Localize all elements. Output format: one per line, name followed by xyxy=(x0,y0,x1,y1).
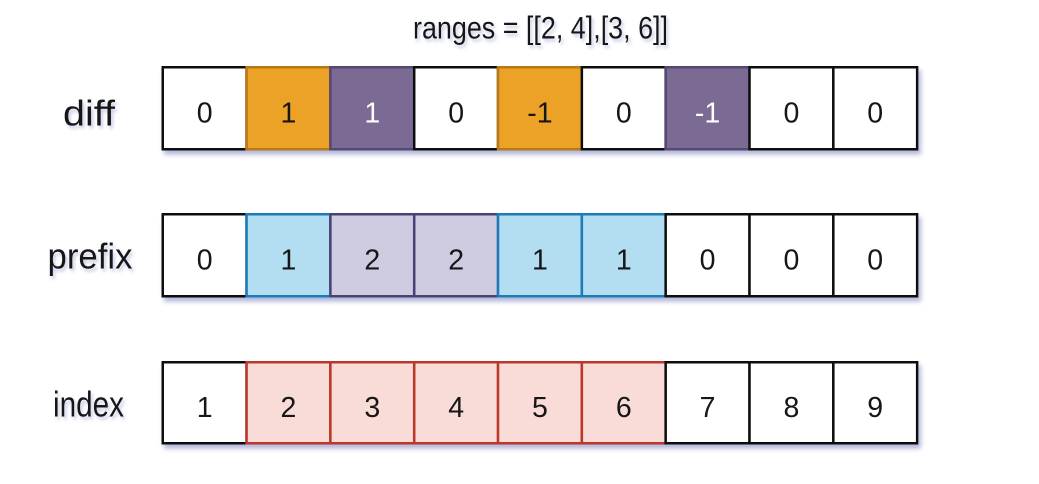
svg-text:0: 0 xyxy=(197,98,213,130)
svg-text:8: 8 xyxy=(783,392,799,424)
svg-text:1: 1 xyxy=(532,245,548,277)
svg-text:0: 0 xyxy=(867,98,883,130)
svg-text:prefix: prefix xyxy=(48,236,133,277)
svg-text:-1: -1 xyxy=(527,98,552,130)
svg-text:4: 4 xyxy=(448,392,464,424)
svg-text:1: 1 xyxy=(364,98,380,130)
svg-text:0: 0 xyxy=(197,245,213,277)
svg-text:9: 9 xyxy=(867,392,883,424)
svg-text:2: 2 xyxy=(448,245,464,277)
svg-text:1: 1 xyxy=(616,245,632,277)
svg-text:2: 2 xyxy=(364,245,380,277)
svg-text:1: 1 xyxy=(197,392,213,424)
svg-text:0: 0 xyxy=(700,245,716,277)
svg-text:5: 5 xyxy=(532,392,548,424)
svg-text:0: 0 xyxy=(783,98,799,130)
svg-text:0: 0 xyxy=(783,245,799,277)
svg-text:7: 7 xyxy=(700,392,716,424)
svg-text:ranges = [[2, 4],[3, 6]]: ranges = [[2, 4],[3, 6]] xyxy=(413,10,668,46)
svg-text:3: 3 xyxy=(364,392,380,424)
svg-text:2: 2 xyxy=(281,392,297,424)
svg-text:0: 0 xyxy=(448,98,464,130)
svg-text:diff: diff xyxy=(63,93,116,134)
svg-text:0: 0 xyxy=(616,98,632,130)
svg-text:1: 1 xyxy=(281,245,297,277)
svg-text:index: index xyxy=(53,384,124,425)
svg-text:-1: -1 xyxy=(695,98,720,130)
svg-text:0: 0 xyxy=(867,245,883,277)
svg-text:6: 6 xyxy=(616,392,632,424)
svg-text:1: 1 xyxy=(281,98,297,130)
